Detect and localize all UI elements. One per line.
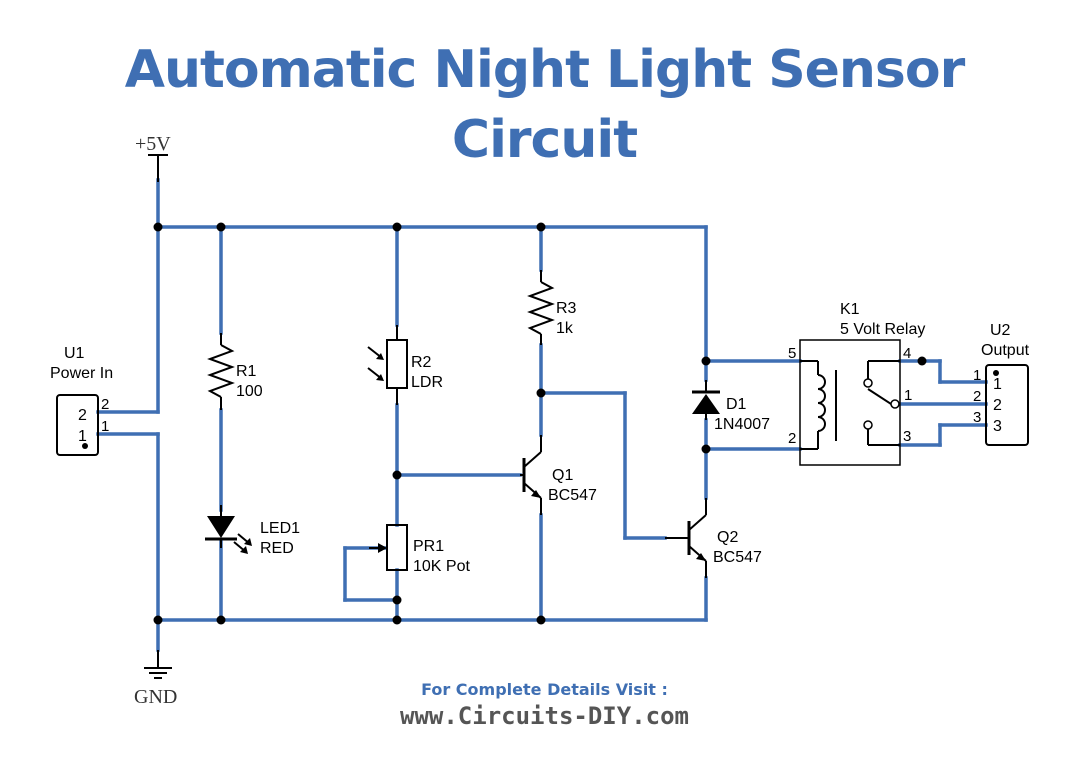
k1-pin3: 3 — [903, 428, 911, 445]
junction-dots — [153, 222, 927, 625]
q1-value: BC547 — [548, 487, 597, 504]
q2-transistor: Q2 BC547 — [665, 498, 762, 578]
r3-ref: R3 — [556, 300, 577, 317]
pr1-pot: PR1 10K Pot — [369, 524, 470, 575]
k1-relay: K1 5 Volt Relay 5 4 1 2 3 — [788, 301, 925, 466]
vcc-symbol: +5V — [135, 133, 171, 182]
k1-value: 5 Volt Relay — [840, 321, 925, 338]
wires — [96, 178, 988, 652]
title-line-2: Circuit — [451, 110, 638, 170]
led1-value: RED — [260, 540, 294, 557]
pr1-value: 10K Pot — [413, 558, 470, 575]
u1-pin-num-bottom: 1 — [101, 418, 109, 435]
r1-value: 100 — [236, 383, 263, 400]
r3-value: 1k — [556, 320, 574, 337]
d1-diode: D1 1N4007 — [692, 380, 770, 433]
q1-transistor: Q1 BC547 — [520, 435, 597, 515]
u2-connector: U2 Output 1 2 3 1 2 3 — [973, 322, 1030, 446]
u2-pin3: 3 — [993, 418, 1002, 435]
u1-ref: U1 — [64, 345, 85, 362]
footer-url[interactable]: www.Circuits-DIY.com — [400, 702, 689, 730]
u1-value: Power In — [50, 365, 113, 382]
r1-ref: R1 — [236, 363, 257, 380]
u1-pin-num-top: 2 — [101, 396, 109, 413]
k1-pin4: 4 — [903, 345, 911, 362]
q2-ref: Q2 — [717, 529, 738, 546]
led1: LED1 RED — [205, 505, 300, 557]
vcc-label: +5V — [135, 133, 171, 155]
k1-pin1: 1 — [904, 387, 912, 404]
footer-line-1: For Complete Details Visit : — [421, 680, 668, 699]
title-line-1: Automatic Night Light Sensor — [124, 40, 966, 100]
r3-resistor: R3 1k — [527, 270, 577, 345]
u1-connector: U1 Power In 2 1 2 1 — [50, 345, 113, 456]
u2-in3: 3 — [973, 409, 981, 426]
k1-pin2: 2 — [788, 430, 796, 447]
led1-ref: LED1 — [260, 520, 300, 537]
d1-value: 1N4007 — [714, 416, 770, 433]
r1-resistor: R1 100 — [207, 333, 263, 410]
u2-value: Output — [981, 342, 1030, 359]
u2-pin1: 1 — [993, 376, 1002, 393]
u1-pin-bottom: 1 — [78, 428, 87, 445]
r2-value: LDR — [411, 374, 443, 391]
k1-pin5: 5 — [788, 345, 796, 362]
q1-ref: Q1 — [552, 467, 573, 484]
gnd-symbol: GND — [134, 650, 177, 708]
u2-in2: 2 — [973, 388, 981, 405]
u2-pin2: 2 — [993, 397, 1002, 414]
r2-ldr: R2 LDR — [367, 325, 443, 405]
k1-ref: K1 — [840, 301, 860, 318]
u2-in1: 1 — [973, 367, 981, 384]
u2-ref: U2 — [990, 322, 1011, 339]
q2-value: BC547 — [713, 549, 762, 566]
d1-ref: D1 — [726, 396, 747, 413]
r2-ref: R2 — [411, 354, 432, 371]
gnd-label: GND — [134, 686, 177, 708]
pr1-ref: PR1 — [413, 538, 444, 555]
u1-pin-top: 2 — [78, 407, 87, 424]
